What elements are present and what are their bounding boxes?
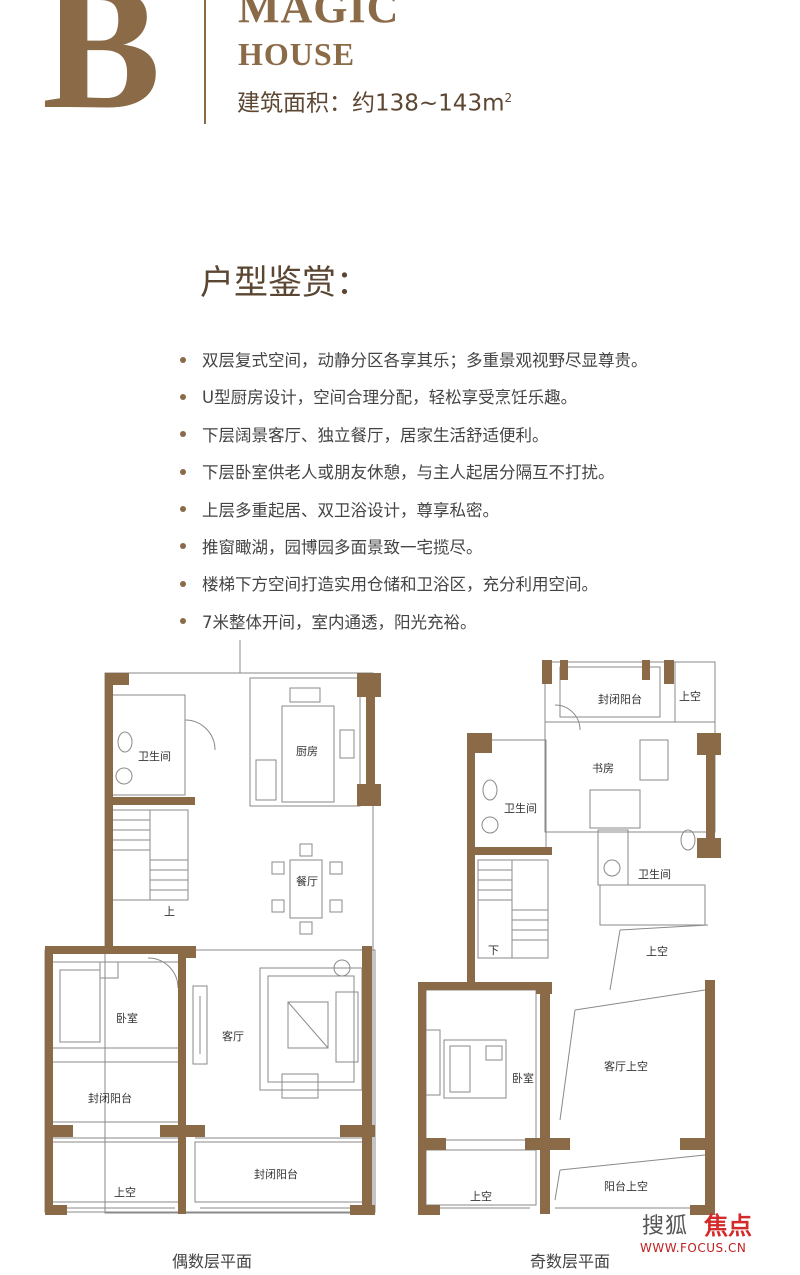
feature-item: 7米整体开间，室内通透，阳光充裕。: [180, 612, 780, 649]
feature-item: 楼梯下方空间打造实用仓储和卫浴区，充分利用空间。: [180, 574, 780, 611]
watermark: 搜狐 焦点 WWW.FOCUS.CN: [640, 1208, 792, 1268]
feature-text: 上层多重起居、双卫浴设计，尊享私密。: [202, 500, 499, 520]
room-label: 卧室: [116, 1011, 138, 1025]
right-plan-caption: 奇数层平面: [530, 1252, 611, 1271]
bullet-icon: [180, 431, 186, 438]
room-label: 书房: [592, 762, 614, 775]
room-label: 上空: [470, 1189, 492, 1203]
feature-item: 下层阔景客厅、独立餐厅，居家生活舒适便利。: [180, 425, 780, 462]
title-line1: MAGIC: [238, 0, 400, 32]
title-line2: HOUSE: [238, 36, 356, 72]
feature-item: 双层复式空间，动静分区各享其乐；多重景观视野尽显尊贵。: [180, 350, 780, 387]
room-label: 厨房: [296, 745, 318, 758]
room-label: 上空: [646, 944, 668, 958]
feature-item: U型厨房设计，空间合理分配，轻松享受烹饪乐趣。: [180, 387, 780, 424]
feature-text: 推窗瞰湖，园博园多面景致一宅揽尽。: [202, 537, 483, 557]
right-walls: [418, 660, 721, 1215]
room-label: 餐厅: [296, 874, 318, 888]
area-label: 建筑面积：约138~143m2: [237, 92, 512, 116]
bullet-icon: [180, 580, 186, 587]
room-label: 卫生间: [638, 867, 671, 881]
bullet-icon: [180, 468, 186, 475]
feature-text: 双层复式空间，动静分区各享其乐；多重景观视野尽显尊贵。: [202, 351, 648, 370]
room-label: 封闭阳台: [88, 1091, 132, 1105]
room-label: 阳台上空: [604, 1179, 648, 1193]
header-divider: [204, 0, 206, 124]
area-text: 建筑面积：约138~143m: [237, 90, 505, 117]
section-title: 户型鉴赏：: [200, 263, 370, 303]
watermark-brand: 搜狐: [642, 1214, 689, 1239]
room-label: 上空: [679, 689, 701, 703]
right-room-labels: 封闭阳台 上空 书房 卫生间 卫生间 下 上空 卧室 客厅上空 上空 阳台上空: [470, 689, 701, 1203]
left-walls: [45, 673, 381, 1215]
feature-text: U型厨房设计，空间合理分配，轻松享受烹饪乐趣。: [202, 388, 578, 408]
room-label: 卧室: [512, 1071, 534, 1085]
left-floor-plan: [44, 640, 376, 1214]
room-label: 上空: [114, 1185, 136, 1199]
feature-item: 下层卧室供老人或朋友休憩，与主人起居分隔互不打扰。: [180, 462, 780, 499]
bullet-icon: [180, 506, 186, 513]
room-label: 客厅: [222, 1029, 244, 1043]
bullet-icon: [180, 356, 186, 363]
feature-text: 下层阔景客厅、独立餐厅，居家生活舒适便利。: [202, 425, 549, 445]
room-label: 封闭阳台: [254, 1167, 298, 1181]
room-label: 上: [164, 905, 175, 918]
room-label: 卫生间: [138, 749, 171, 763]
room-label: 封闭阳台: [598, 692, 642, 706]
left-room-labels: 卫生间 厨房 餐厅 上 卧室 客厅 封闭阳台 封闭阳台 上空: [88, 745, 318, 1199]
feature-text: 下层卧室供老人或朋友休憩，与主人起居分隔互不打扰。: [202, 463, 615, 483]
area-sup: 2: [504, 91, 513, 105]
plan-letter: B: [42, 0, 161, 146]
bullet-icon: [180, 393, 186, 400]
bullet-icon: [180, 543, 186, 550]
watermark-brand2: 焦点: [704, 1212, 752, 1240]
bullet-icon: [180, 618, 186, 625]
feature-text: 7米整体开间，室内通透，阳光充裕。: [202, 612, 477, 632]
room-label: 下: [488, 944, 499, 957]
room-label: 卫生间: [504, 801, 537, 815]
feature-text: 楼梯下方空间打造实用仓储和卫浴区，充分利用空间。: [202, 575, 598, 595]
feature-item: 上层多重起居、双卫浴设计，尊享私密。: [180, 500, 780, 537]
left-plan-caption: 偶数层平面: [172, 1252, 253, 1271]
watermark-url: WWW.FOCUS.CN: [640, 1241, 747, 1255]
feature-list: 双层复式空间，动静分区各享其乐；多重景观视野尽显尊贵。 U型厨房设计，空间合理分…: [180, 350, 780, 649]
feature-item: 推窗瞰湖，园博园多面景致一宅揽尽。: [180, 537, 780, 574]
room-label: 客厅上空: [604, 1059, 648, 1073]
